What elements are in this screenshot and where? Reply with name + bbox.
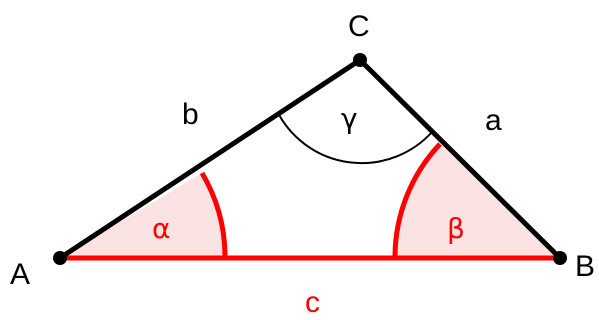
vertex-b-dot — [553, 251, 567, 265]
side-a-label: a — [485, 104, 502, 137]
side-a-line — [358, 58, 562, 260]
vertex-a-dot — [53, 251, 67, 265]
side-b-line — [58, 57, 362, 261]
vertex-a-label: A — [10, 258, 30, 291]
angle-alpha-arc — [199, 171, 228, 259]
angle-beta-label: β — [447, 212, 465, 245]
side-c-label: c — [305, 286, 320, 319]
angle-gamma-arc — [277, 112, 433, 165]
vertex-b-label: B — [575, 250, 595, 283]
vertex-c-label: C — [348, 10, 370, 43]
angle-beta-arc — [392, 142, 442, 259]
angle-alpha-fill — [60, 173, 226, 258]
vertex-c-dot — [353, 53, 367, 67]
angle-beta-fill — [394, 144, 560, 258]
angle-gamma-label: γ — [341, 102, 358, 135]
angle-alpha-label: α — [152, 212, 170, 245]
side-b-label: b — [182, 98, 199, 131]
